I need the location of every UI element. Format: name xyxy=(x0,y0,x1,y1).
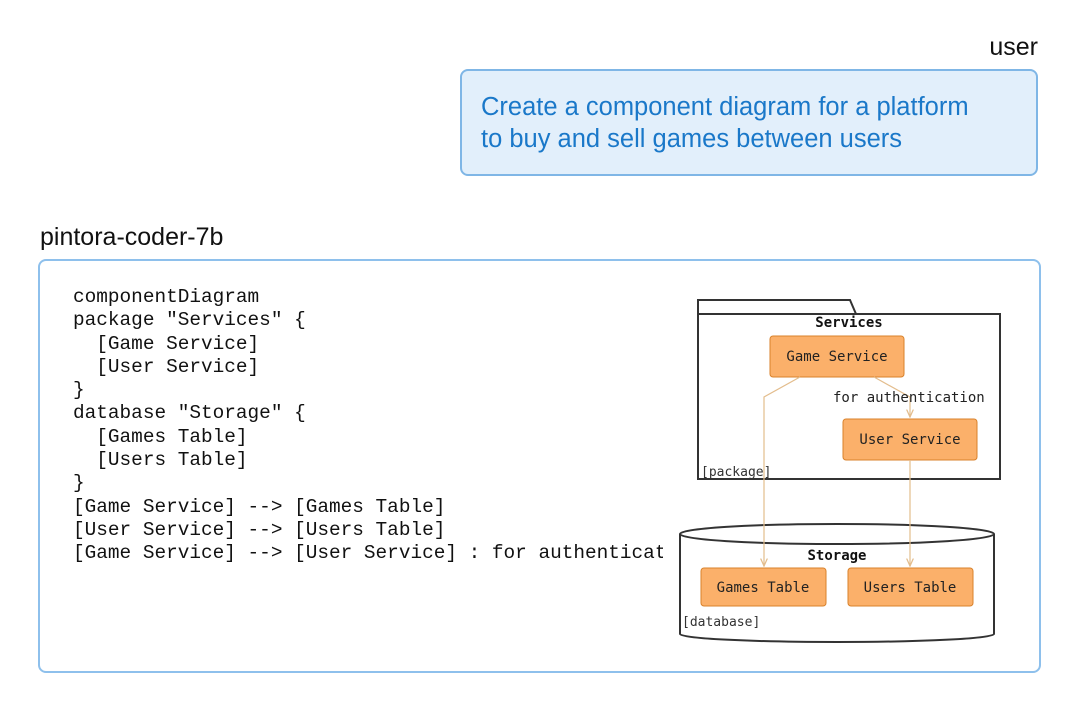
edge-label-for-authentication: for authentication xyxy=(833,390,985,406)
code-line: database "Storage" { xyxy=(73,402,306,425)
package-tab xyxy=(697,299,857,315)
component-user-service: User Service xyxy=(842,418,978,461)
code-line: [Users Table] xyxy=(73,449,248,472)
code-block: componentDiagram package "Services" { [G… xyxy=(73,286,663,616)
component-games-table: Games Table xyxy=(700,567,827,607)
code-line: } xyxy=(73,379,85,402)
assistant-reply-box: componentDiagram package "Services" { [G… xyxy=(38,259,1041,673)
game-service-label: Game Service xyxy=(786,349,887,365)
user-role-label: user xyxy=(989,33,1038,61)
code-line: [User Service] xyxy=(73,355,260,378)
games-table-box xyxy=(700,567,827,607)
users-table-box xyxy=(847,567,974,607)
code-line: [Game Service] xyxy=(73,332,260,355)
users-table-label: Users Table xyxy=(864,580,957,596)
code-text: componentDiagram package "Services" { [G… xyxy=(73,286,663,566)
code-line: } xyxy=(73,472,85,495)
component-users-table: Users Table xyxy=(847,567,974,607)
edge-game-service-to-user-service xyxy=(873,376,910,417)
games-table-label: Games Table xyxy=(717,580,810,596)
user-message-line-1: Create a component diagram for a platfor… xyxy=(481,93,969,121)
code-line: componentDiagram xyxy=(73,286,260,308)
code-line: package "Services" { xyxy=(73,309,306,332)
storage-database: Storage [database] xyxy=(679,523,995,643)
game-service-box xyxy=(769,335,905,378)
code-line: [Game Service] --> [User Service] : for … xyxy=(73,542,663,565)
database-body xyxy=(679,534,995,643)
database-top xyxy=(679,523,995,545)
component-game-service: Game Service xyxy=(769,335,905,378)
assistant-role-label: pintora-coder-7b xyxy=(40,223,224,251)
database-title: Storage xyxy=(807,548,866,564)
database-stereotype: [database] xyxy=(682,615,760,630)
code-line: [User Service] --> [Users Table] xyxy=(73,518,446,541)
edge-game-service-to-games-table xyxy=(764,376,801,566)
package-stereotype: [package] xyxy=(701,465,771,480)
user-message-bubble: Create a component diagram for a platfor… xyxy=(460,69,1038,176)
package-title: Services xyxy=(815,315,882,331)
user-service-label: User Service xyxy=(859,432,960,448)
code-line: [Games Table] xyxy=(73,425,248,448)
user-message-line-2: to buy and sell games between users xyxy=(481,125,902,153)
code-line: [Game Service] --> [Games Table] xyxy=(73,495,446,518)
component-diagram: Services [package] Storage [database] Ga… xyxy=(679,299,1001,643)
